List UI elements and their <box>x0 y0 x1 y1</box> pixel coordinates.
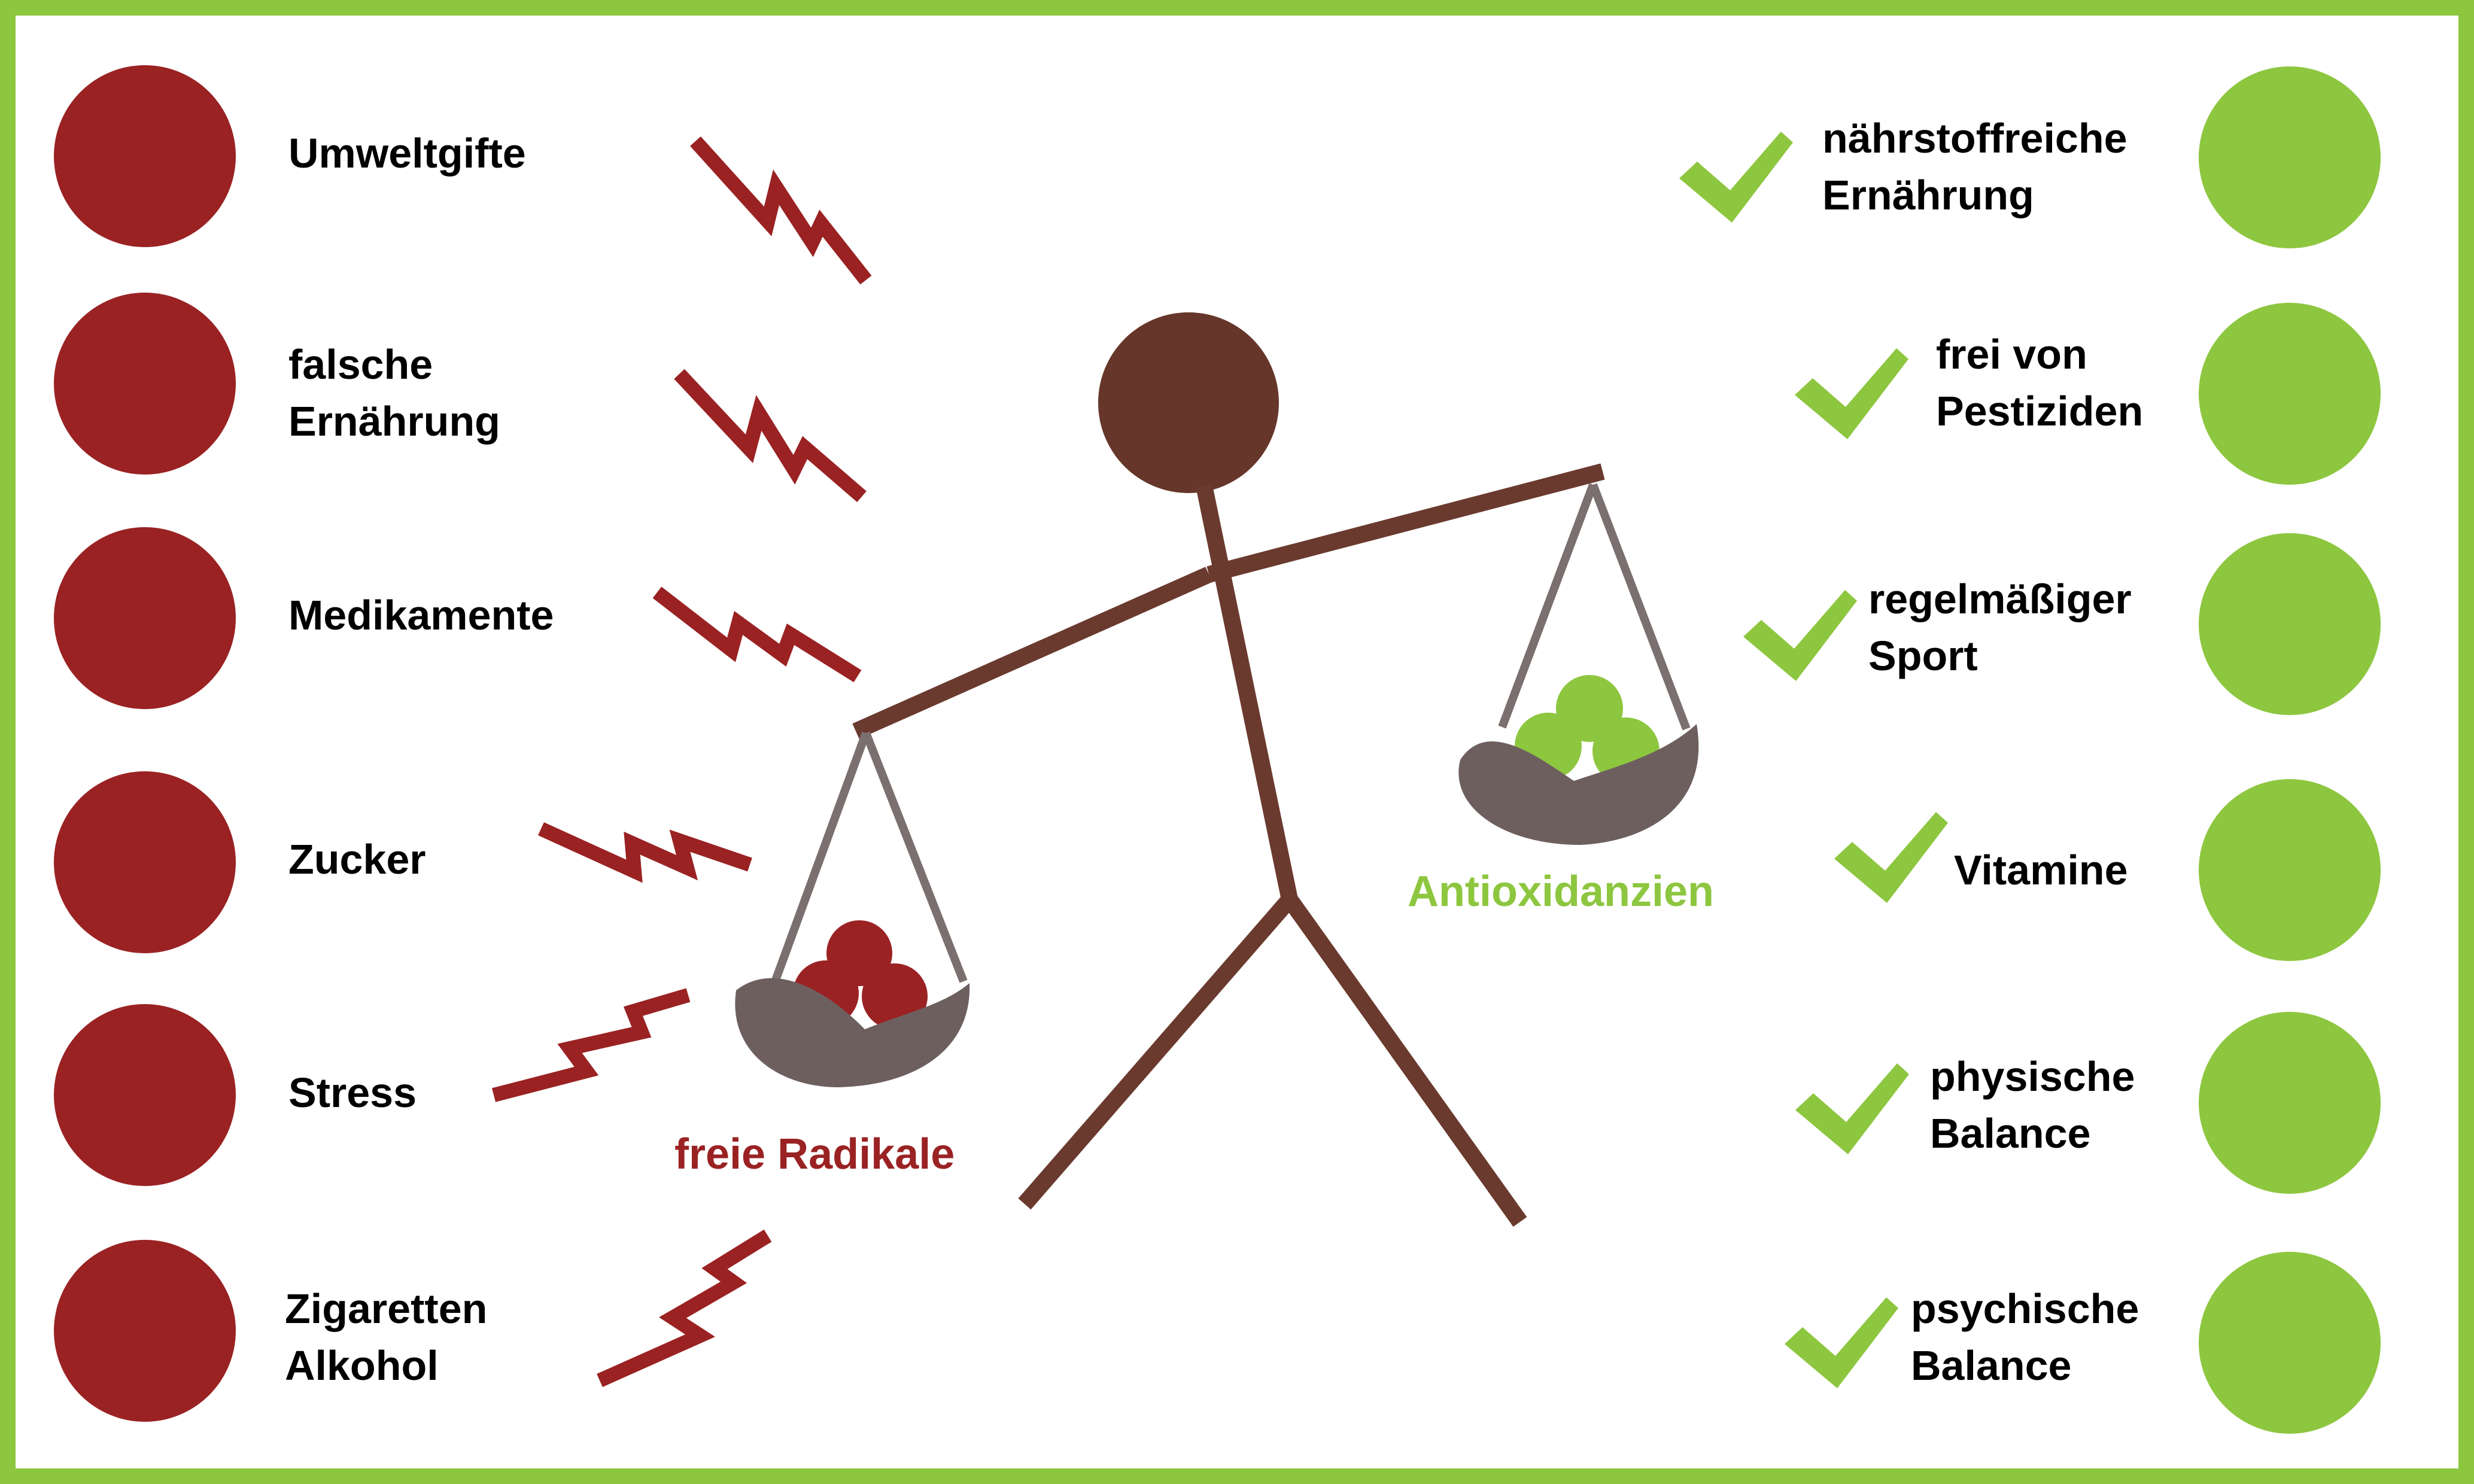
positive-factor-dot <box>2199 1252 2381 1434</box>
positive-factor-dot <box>2199 303 2381 485</box>
check-mark-icon <box>1743 590 1857 681</box>
lightning-bolt-icon <box>652 586 862 683</box>
lightning-bolt-icon <box>690 136 872 285</box>
negative-factor-label: Medikamente <box>288 592 554 638</box>
check-mark-icon <box>1795 348 1908 439</box>
lightning-bolt-icon <box>492 988 691 1102</box>
antioxidants-label: Antioxidanzien <box>1408 868 1715 916</box>
lightning-bolt-icon <box>597 1229 772 1387</box>
check-mark-icon <box>1795 1063 1909 1154</box>
check-mark-icon <box>1679 132 1793 223</box>
free-radicals-label: freie Radikale <box>674 1130 955 1178</box>
positive-factor-dot <box>2199 66 2381 248</box>
check-mark-icon <box>1785 1297 1898 1388</box>
right-scale-pan <box>1458 483 1699 845</box>
figure-body <box>852 463 1605 1227</box>
lightning-bolt-icon <box>538 822 752 883</box>
check-mark-icon <box>1834 812 1948 903</box>
negative-factor-dot <box>54 65 236 247</box>
positive-factor-dot <box>2199 533 2381 715</box>
positive-factor-dot <box>2199 779 2381 961</box>
figure-head <box>1098 312 1279 493</box>
negative-factor-label: Stress <box>288 1069 417 1116</box>
negative-factor-label: Umweltgifte <box>288 130 526 177</box>
left-scale-pan <box>735 731 970 1087</box>
left-pan-bowl <box>735 978 970 1087</box>
right-pan-bowl <box>1458 724 1699 845</box>
negative-factor-dot <box>54 1240 236 1422</box>
negative-factor-dot <box>54 1004 236 1186</box>
positive-factor-dot <box>2199 1012 2381 1194</box>
negative-factor-dot <box>54 527 236 709</box>
negative-factor-dot <box>54 771 236 953</box>
lightning-bolt-icon <box>674 369 867 503</box>
positive-factor-label: Vitamine <box>1954 847 2128 893</box>
negative-factor-dot <box>54 293 236 475</box>
negative-factor-label: Zucker <box>288 836 426 883</box>
